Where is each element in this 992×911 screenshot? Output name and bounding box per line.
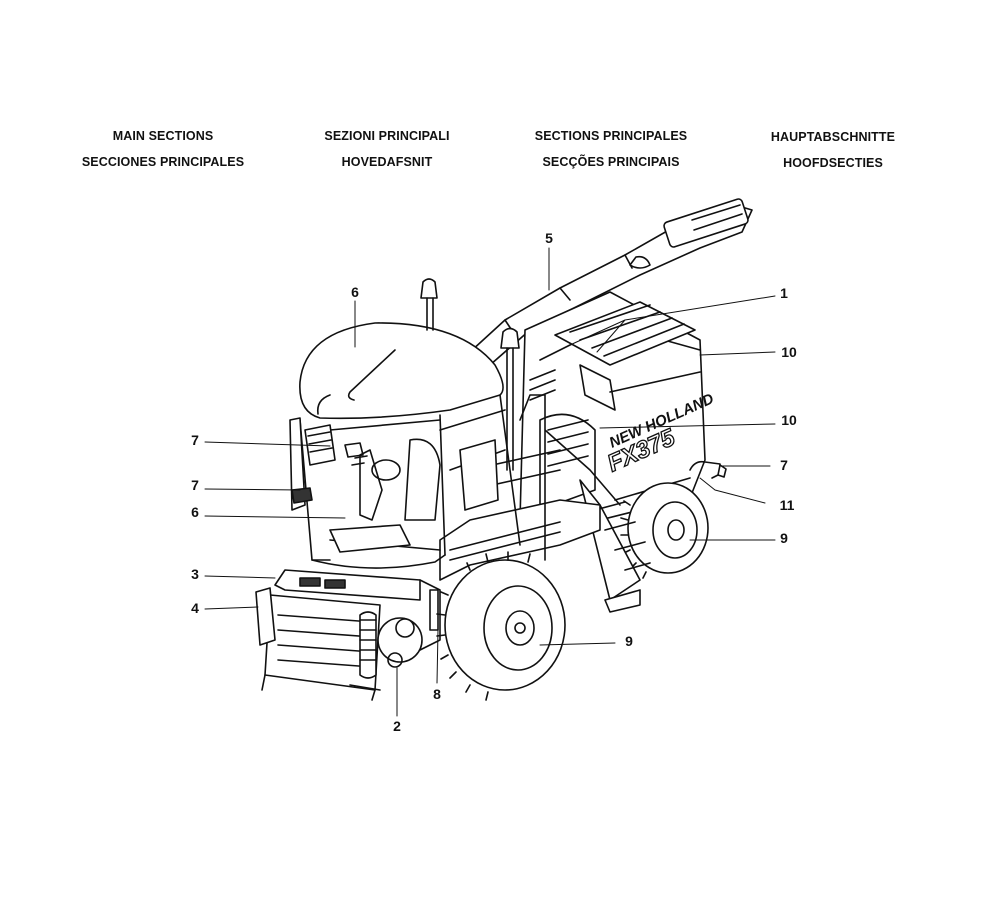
callout-7-right: 7 [780, 457, 788, 473]
rear-body [519, 291, 706, 531]
heading-seccoes-principais: SECÇÕES PRINCIPAIS [542, 155, 680, 169]
callout-11: 11 [779, 497, 795, 513]
heading-main-sections: MAIN SECTIONS [112, 129, 214, 143]
callout-9-right: 9 [780, 530, 788, 546]
heading-hovedafsnit: HOVEDAFSNIT [341, 155, 433, 169]
beacons [420, 278, 520, 471]
heading-secciones-principales: SECCIONES PRINCIPALES [81, 155, 245, 169]
heading-sections-principales: SECTIONS PRINCIPALES [534, 129, 688, 143]
rear-wheel [620, 482, 709, 579]
callout-3: 3 [191, 566, 199, 582]
callout-6-left: 6 [191, 504, 199, 520]
front-wheel [436, 551, 566, 701]
callout-6-top: 6 [351, 284, 359, 300]
leader-lines [204, 247, 776, 717]
callout-5: 5 [545, 230, 553, 246]
heading-hauptabschnitte: HAUPTABSCHNITTE [770, 130, 896, 144]
cab [289, 322, 521, 569]
mirror-bracket [689, 460, 727, 479]
callout-10-top: 10 [781, 344, 797, 360]
heading-sezioni-principali: SEZIONI PRINCIPALI [324, 129, 450, 143]
callout-7-left-mid: 7 [191, 477, 199, 493]
callout-1: 1 [780, 285, 788, 301]
callout-10-mid: 10 [781, 412, 797, 428]
callout-4: 4 [191, 600, 199, 616]
callout-2: 2 [393, 718, 401, 734]
callout-8: 8 [433, 686, 441, 702]
callout-9-bottom: 9 [625, 633, 633, 649]
front-attachment [255, 569, 441, 701]
heading-hoofdsecties: HOOFDSECTIES [783, 156, 883, 170]
callout-7-left-top: 7 [191, 432, 199, 448]
